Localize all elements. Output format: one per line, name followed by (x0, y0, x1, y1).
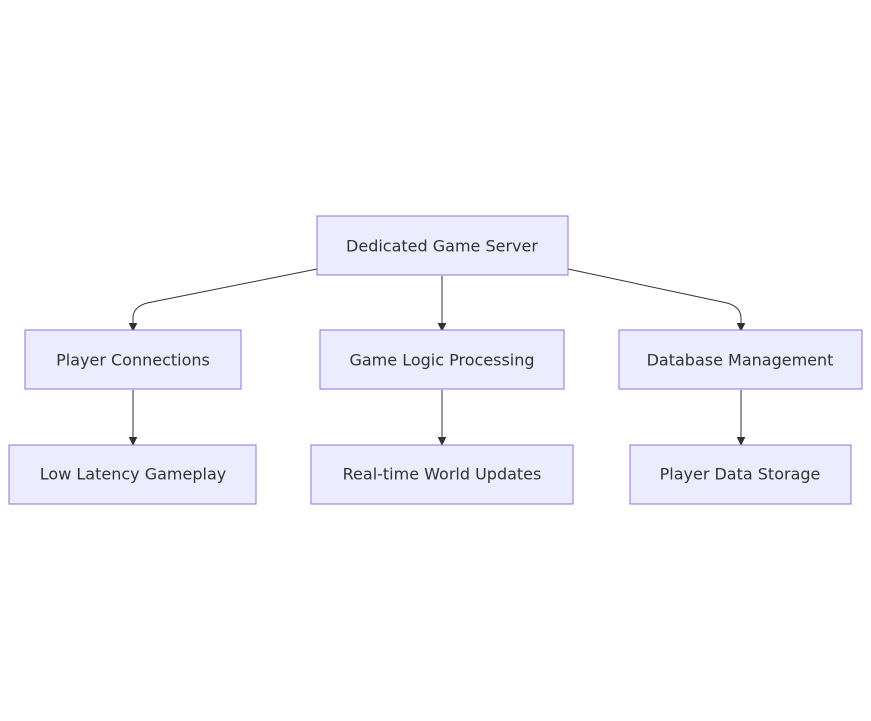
node-dedicated-game-server: Dedicated Game Server (316, 215, 569, 276)
node-label-database-management: Database Management (647, 351, 834, 370)
edges (133, 268, 741, 444)
node-game-logic-processing: Game Logic Processing (319, 329, 565, 390)
node-label-player-data-storage: Player Data Storage (660, 465, 821, 484)
node-low-latency-gameplay: Low Latency Gameplay (8, 444, 257, 505)
node-player-connections: Player Connections (24, 329, 242, 390)
node-real-time-world-updates: Real-time World Updates (310, 444, 574, 505)
node-label-dedicated-game-server: Dedicated Game Server (346, 237, 538, 256)
node-label-low-latency-gameplay: Low Latency Gameplay (40, 465, 226, 484)
edge-server-to-players (133, 268, 318, 330)
edge-server-to-database (567, 268, 741, 330)
node-database-management: Database Management (618, 329, 863, 390)
node-player-data-storage: Player Data Storage (629, 444, 852, 505)
node-label-player-connections: Player Connections (56, 351, 210, 370)
node-label-game-logic-processing: Game Logic Processing (349, 351, 534, 370)
node-label-real-time-world-updates: Real-time World Updates (343, 465, 542, 484)
